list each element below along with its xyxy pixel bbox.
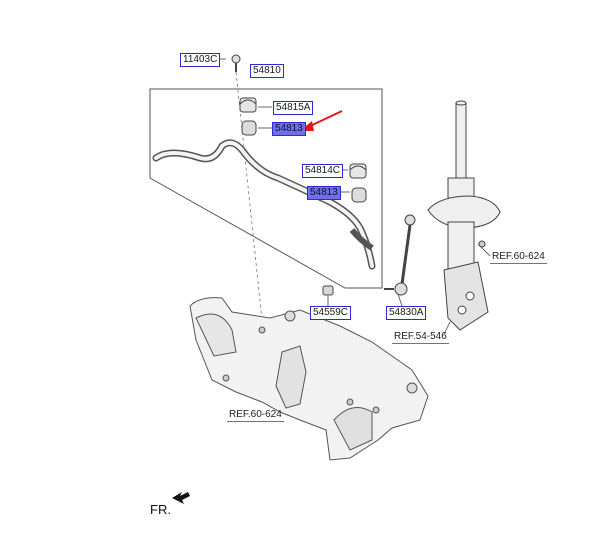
nut-54559c-drawing [322, 285, 334, 296]
part-label-54810[interactable]: 54810 [250, 64, 284, 78]
bracket-54814c-drawing [349, 163, 367, 179]
part-label-54815a[interactable]: 54815A [273, 101, 314, 115]
ref-link-54-546[interactable]: REF.54-546 [392, 331, 449, 344]
bracket-54815a-drawing [239, 97, 257, 113]
detail-frame [149, 88, 383, 289]
forward-arrow-icon [172, 492, 190, 504]
part-label-54813-highlighted[interactable]: 54813 [272, 122, 306, 136]
stabilizer-link-drawing [384, 214, 416, 296]
ref-link-60-624-subframe[interactable]: REF.60-624 [227, 409, 284, 422]
part-label-54813[interactable]: 54813 [307, 186, 341, 200]
strut-assembly-drawing [427, 100, 501, 331]
part-label-54559c[interactable]: 54559C [310, 306, 352, 320]
subframe-drawing [189, 297, 429, 461]
bushing-54813-upper-drawing [241, 120, 257, 136]
ref-link-60-624-strut[interactable]: REF.60-624 [490, 251, 547, 264]
front-direction-label: FR. [150, 502, 171, 517]
bolt-11403c-drawing [231, 54, 241, 72]
part-label-54830a[interactable]: 54830A [386, 306, 427, 320]
bushing-54813-lower-drawing [351, 187, 367, 203]
part-label-54814c[interactable]: 54814C [302, 164, 344, 178]
stabilizer-bar-drawing [152, 139, 376, 270]
part-label-11403c[interactable]: 11403C [180, 53, 221, 67]
